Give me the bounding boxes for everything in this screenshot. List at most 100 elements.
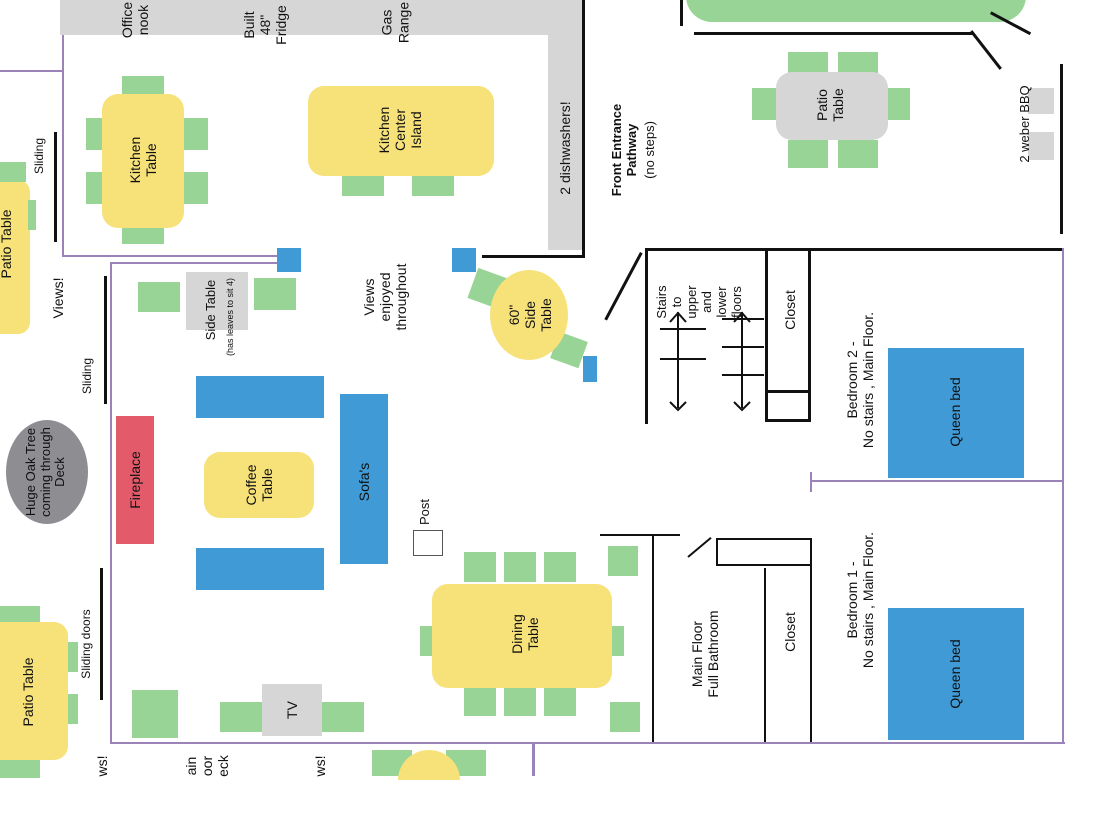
slider-mid (104, 276, 107, 404)
kitchen-wall-bottom-left (62, 255, 277, 257)
chair (0, 758, 40, 778)
house-wall-right (1062, 248, 1064, 744)
kitchen-wall-left (62, 35, 64, 257)
kitchen-wall-bottom (482, 255, 585, 258)
stair-tread (722, 318, 764, 320)
house-wall-bottom (110, 742, 1065, 744)
deck-table-bottom (398, 750, 460, 780)
chair (838, 52, 878, 74)
closet-divider-2 (810, 538, 812, 742)
queen-bed-top (888, 348, 1024, 478)
dining-table (432, 584, 612, 688)
chair (544, 686, 576, 716)
stair-wall-top (648, 248, 1062, 251)
chair (608, 546, 638, 576)
front-entrance-label: Front Entrance Pathway (609, 103, 639, 197)
stair-tread (660, 358, 706, 360)
queen-bed-bottom (888, 608, 1024, 740)
patio-table-left-bottom-label: Patio Table (19, 657, 36, 727)
wall-stub-bottom (532, 744, 535, 776)
stair-arrowheads (669, 311, 751, 412)
side-table-60 (490, 270, 568, 360)
post-label: Post (416, 499, 432, 526)
chair (132, 690, 178, 738)
bathroom-label: Main Floor Full Bathroom (688, 610, 721, 698)
dishwashers-label: 2 dishwashers! (556, 101, 573, 195)
left-wall-upper (0, 70, 64, 72)
patio-table-left-top-label: Patio Table (0, 209, 14, 279)
views-bottom-mid-label: ws! (311, 755, 328, 777)
chair (610, 702, 640, 732)
chair (0, 606, 40, 626)
post-marker (277, 248, 301, 272)
bedroom2-wall-bottom (810, 480, 1064, 482)
post (413, 530, 443, 556)
sliding-doors-label: Sliding doors (79, 609, 94, 679)
oak-tree-label: Huge Oak Tree coming through Deck (22, 427, 68, 517)
kitchen-wall-right (582, 0, 585, 258)
stair-tread (722, 346, 764, 348)
chair (752, 88, 778, 120)
coffee-table (204, 452, 314, 518)
side-table-60-label: 60" Side Table (505, 298, 555, 332)
views-enjoyed-label: Views enjoyed throughout (360, 263, 410, 331)
bedroom2-wall-stub (810, 472, 812, 492)
sliding-top-label: Sliding (32, 137, 47, 175)
chair (884, 88, 910, 120)
stool (342, 176, 384, 196)
stair-arrow-shaft (741, 312, 743, 408)
fridge-label: Built 48" Fridge (240, 5, 290, 45)
chair (504, 686, 536, 716)
kitchen-island-label: Kitchen Center Island (375, 106, 425, 154)
chair (66, 694, 78, 724)
stair-diag (604, 252, 643, 321)
chair (254, 278, 296, 310)
chair (86, 172, 104, 204)
chair (182, 172, 208, 204)
deck-rail-diagonal (970, 30, 1002, 70)
patio-table-right-label: Patio Table (813, 88, 846, 122)
stair-bottom (765, 390, 811, 393)
chair (322, 702, 364, 732)
bath-door (687, 536, 712, 558)
closet-divider (764, 568, 766, 742)
closet-top-label: Closet (781, 290, 798, 330)
closet-wall (716, 538, 812, 540)
main-floor-deck-label: ain oor eck (182, 755, 232, 777)
living-wall-top (110, 262, 280, 264)
chair (122, 226, 164, 244)
patio-table-right (776, 72, 888, 140)
kitchen-table-label: Kitchen Table (126, 136, 159, 184)
sofa-left-bottom (196, 548, 324, 590)
side-table-label: Side Table (202, 279, 218, 341)
chair (464, 686, 496, 716)
chair (86, 118, 104, 150)
queen-bed-top-label: Queen bed (946, 377, 963, 447)
chair (544, 552, 576, 582)
slider-bottom (100, 568, 103, 700)
lawn-area (686, 0, 1026, 22)
gas-range-label: Gas Range (378, 1, 411, 44)
bedroom1-label: Bedroom 1 - No stairs , Main Floor. (843, 531, 876, 669)
stair-arrow-shaft (677, 312, 679, 408)
fireplace-label: Fireplace (126, 451, 143, 509)
stair-bottom-2 (765, 419, 811, 422)
chair (838, 140, 878, 168)
patio-table-left-top (0, 180, 30, 334)
deck-rail-right (1060, 64, 1063, 234)
sofa-main (340, 394, 388, 564)
living-wall-left (110, 262, 112, 744)
chair (28, 200, 36, 230)
slider-top (54, 132, 57, 242)
bbq (1028, 88, 1054, 114)
stair-wall-left (645, 248, 648, 424)
chair (66, 642, 78, 672)
deck-rail-top (680, 0, 683, 26)
oak-tree (6, 420, 88, 524)
stair-divider-2 (808, 248, 811, 422)
chair (610, 626, 624, 656)
chair (464, 552, 496, 582)
stair-divider (765, 248, 768, 422)
views-left-label: Views! (49, 277, 66, 319)
stair-tread (722, 374, 764, 376)
